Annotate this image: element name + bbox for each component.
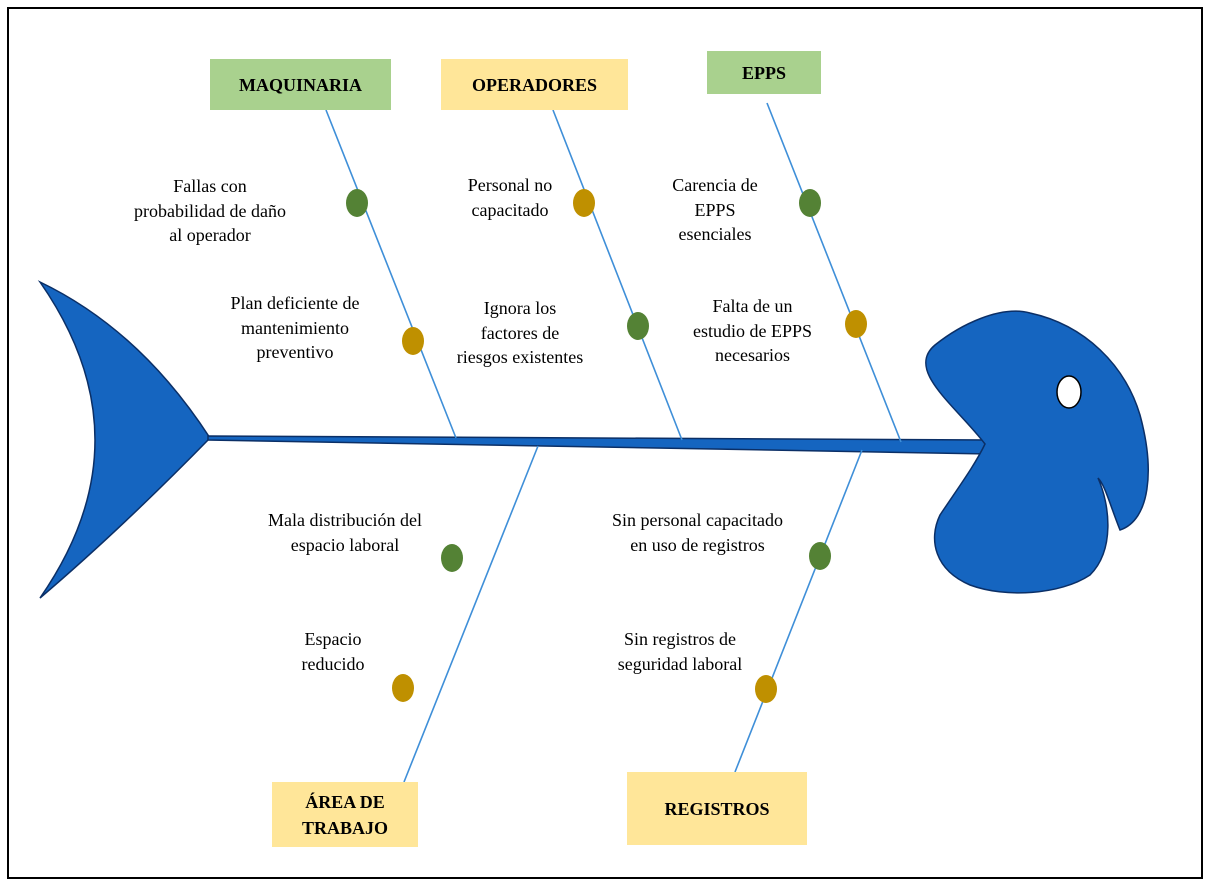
cause-dot-operadores-1 xyxy=(573,189,595,217)
cause-dot-area-2 xyxy=(392,674,414,702)
cause-dot-epps-1 xyxy=(799,189,821,217)
cause-dot-operadores-2 xyxy=(627,312,649,340)
cause-dot-maquinaria-1 xyxy=(346,189,368,217)
cause-dot-registros-1 xyxy=(809,542,831,570)
cause-label-area-1: Mala distribución del espacio laboral xyxy=(268,510,422,555)
bone-area-trabajo xyxy=(403,445,539,783)
fish-eye xyxy=(1056,375,1082,409)
category-maquinaria: MAQUINARIA xyxy=(210,59,391,110)
fish-head xyxy=(925,310,1149,594)
category-area-trabajo: ÁREA DE TRABAJO xyxy=(272,782,418,847)
bone-registros xyxy=(734,449,863,773)
cause-label-epps-2: Falta de un estudio de EPPS necesarios xyxy=(692,296,812,365)
cause-label-maquinaria-2: Plan deficiente de mantenimiento prevent… xyxy=(230,293,360,362)
fish-tail xyxy=(37,280,211,599)
diagram-frame xyxy=(7,7,1203,879)
cause-label-area-2: Espacio reducido xyxy=(301,629,365,674)
bone-epps xyxy=(766,102,902,443)
bone-maquinaria xyxy=(325,109,457,439)
bone-operadores xyxy=(552,109,683,441)
category-operadores: OPERADORES xyxy=(441,59,628,110)
cause-label-maquinaria-1: Fallas con probabilidad de daño al opera… xyxy=(134,176,286,245)
cause-dot-epps-2 xyxy=(845,310,867,338)
category-registros: REGISTROS xyxy=(627,772,807,845)
cause-label-epps-1: Carencia de EPPS esenciales xyxy=(672,175,758,244)
cause-dot-area-1 xyxy=(441,544,463,572)
fish-spine xyxy=(207,435,991,455)
cause-label-operadores-1: Personal no capacitado xyxy=(467,175,553,220)
cause-dot-registros-2 xyxy=(755,675,777,703)
cause-dot-maquinaria-2 xyxy=(402,327,424,355)
cause-label-operadores-2: Ignora los factores de riesgos existente… xyxy=(456,298,584,367)
category-epps: EPPS xyxy=(707,51,821,94)
cause-label-registros-1: Sin personal capacitado en uso de regist… xyxy=(612,510,783,555)
cause-label-registros-2: Sin registros de seguridad laboral xyxy=(617,629,743,674)
